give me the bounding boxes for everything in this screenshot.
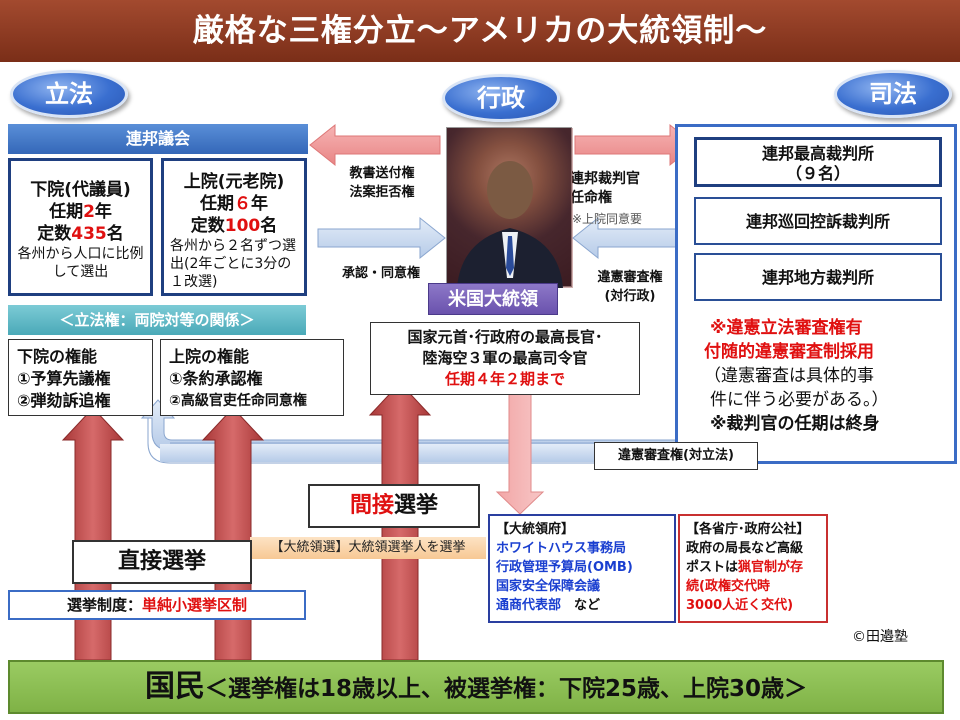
arrow-congress-to-president [317, 216, 446, 260]
president-role: 国家元首･行政府の最高長官･ [407, 328, 603, 346]
executive-office-item: 国家安全保障会議 [496, 579, 601, 594]
senate-note: 各州から２名ずつ選出(2年ごとに3分の１改選) [170, 238, 296, 290]
branch-judicial-label: 司法 [834, 70, 952, 118]
president-role: 陸海空３軍の最高司令官 [422, 349, 588, 367]
executive-office-item: 通商代表部 など [496, 598, 601, 613]
president-label: 米国大統領 [428, 283, 558, 315]
electoral-system-box: 選挙制度：単純小選挙区制 [8, 590, 306, 620]
agencies-box: 【各省庁･政府公社】 政府の局長など高級 ポストは猟官制が存 続(政権交代時 3… [678, 514, 828, 623]
house-power-item: ②弾劾訴追権 [17, 391, 111, 410]
equal-relation-label: ＜立法権：両院対等の関係＞ [8, 305, 306, 335]
senate-power-item: ②高級官吏任命同意権 [169, 393, 307, 409]
senate-box: 上院(元老院) 任期６年 定数100名 各州から２名ずつ選出(2年ごとに3分の１… [161, 158, 307, 296]
executive-office-header: 【大統領府】 [496, 522, 575, 537]
executive-office-item: 行政管理予算局(OMB) [496, 560, 633, 575]
approval-consent-label: 承認・同意権 [341, 266, 420, 281]
arrow-courts-to-president [572, 216, 677, 260]
president-roles-box: 国家元首･行政府の最高長官･ 陸海空３軍の最高司令官 任期４年２期まで [370, 322, 640, 395]
arrow-people-to-house [61, 407, 125, 661]
message-veto-label: 教書送付権 法案拒否権 [349, 166, 415, 200]
supreme-court-box: 連邦最高裁判所 （９名） [694, 137, 942, 187]
review-executive-label: 違憲審査権 (対行政) [597, 270, 663, 304]
house-seats: 定数435名 [37, 224, 124, 244]
indirect-election-box: 間接選挙 [308, 484, 480, 528]
arrow-president-to-congress [309, 123, 441, 167]
arrow-president-to-executive-office [495, 393, 545, 515]
president-photo [446, 127, 573, 288]
agencies-header: 【各省庁･政府公社】 [686, 522, 810, 537]
district-court-box: 連邦地方裁判所 [694, 253, 942, 301]
senate-term: 任期６年 [200, 194, 268, 214]
senate-powers-title: 上院の権能 [169, 347, 250, 366]
executive-office-item: ホワイトハウス事務局 [496, 541, 627, 556]
review-legislative-label: 違憲審査権(対立法) [594, 442, 758, 470]
house-term: 任期2年 [49, 202, 112, 222]
court-notes: ※違憲立法審査権有 付随的違憲審査制採用 （違憲審査は具体的事 件に伴う必要があ… [704, 318, 889, 434]
congress-header: 連邦議会 [8, 124, 308, 154]
house-powers-title: 下院の権能 [17, 347, 98, 366]
house-note: 各州から人口に比例して選出 [17, 246, 144, 280]
copyright: ©田邉塾 [852, 629, 908, 645]
executive-office-box: 【大統領府】 ホワイトハウス事務局 行政管理予算局(OMB) 国家安全保障会議 … [488, 514, 676, 623]
president-silhouette-icon [447, 128, 573, 288]
electors-tag: 【大統領選】大統領選挙人を選挙 [250, 537, 486, 559]
house-powers-box: 下院の権能 ①予算先議権 ②弾劾訴追権 [8, 339, 153, 416]
branch-legislative-label: 立法 [10, 70, 128, 118]
branch-executive-label: 行政 [442, 74, 560, 122]
people-voting-ages: ＜選挙権は18歳以上、被選挙権：下院25歳、上院30歳＞ [204, 676, 808, 702]
president-term: 任期４年２期まで [444, 370, 565, 388]
direct-election-box: 直接選挙 [72, 540, 252, 584]
senate-power-item: ①条約承認権 [169, 369, 263, 388]
house-box: 下院(代議員) 任期2年 定数435名 各州から人口に比例して選出 [8, 158, 153, 296]
people-bar: 国民＜選挙権は18歳以上、被選挙権：下院25歳、上院30歳＞ [8, 660, 944, 714]
house-name: 下院(代議員) [30, 180, 131, 200]
senate-powers-box: 上院の権能 ①条約承認権 ②高級官吏任命同意権 [160, 339, 344, 416]
senate-seats: 定数100名 [190, 216, 278, 236]
house-power-item: ①予算先議権 [17, 369, 111, 388]
appeals-court-box: 連邦巡回控訴裁判所 [694, 197, 942, 245]
people-label: 国民 [144, 669, 205, 704]
senate-name: 上院(元老院) [183, 172, 285, 192]
page-title: 厳格な三権分立～アメリカの大統領制～ [0, 0, 960, 62]
senate-consent-note: ※上院同意要 [572, 212, 643, 226]
appoint-judges-label: 連邦裁判官 任命権 [570, 171, 640, 206]
arrow-review-legislative-body [147, 418, 677, 464]
